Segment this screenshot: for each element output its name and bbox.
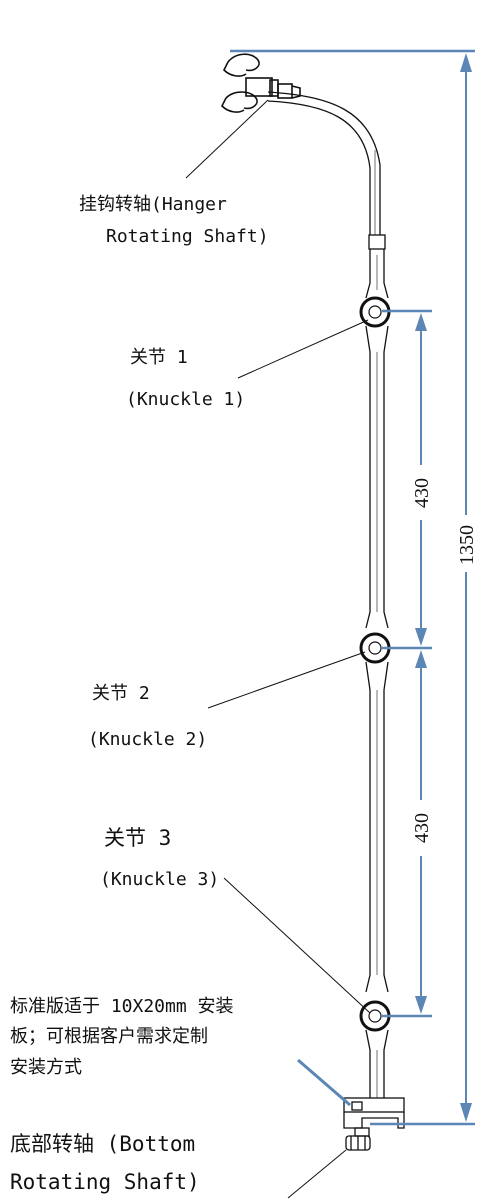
pole [267, 91, 389, 1098]
bottom-label-line2: Rotating Shaft) [10, 1170, 200, 1194]
leader-lines [185, 99, 371, 1199]
mount-pointer [297, 1058, 351, 1107]
mount-note-line1: 标准版适于 10X20mm 安装 [10, 996, 234, 1017]
mount-note-line2: 板；可根据客户需求定制 [10, 1026, 208, 1047]
leader-hanger [185, 99, 269, 179]
knuckle-2-label-cn: 关节 2 [92, 683, 150, 704]
mount-note-line3: 安装方式 [10, 1057, 82, 1078]
knuckle-1-label-cn: 关节 1 [130, 347, 188, 368]
dimension-total: 1350 [456, 525, 478, 565]
hanger-label-en: Rotating Shaft) [106, 226, 269, 247]
leader-knuckle1 [237, 319, 369, 379]
dimension-segment-lower: 430 [411, 813, 433, 843]
leader-knuckle3 [223, 877, 371, 1014]
leader-knuckle2 [207, 651, 366, 709]
hanger-label-cn: 挂钩转轴(Hanger [79, 194, 227, 215]
dimension-segment-upper: 430 [411, 478, 433, 508]
knuckle-1-label-en: (Knuckle 1) [126, 389, 246, 410]
dimension-lines [230, 49, 475, 1126]
knuckle-3-label-en: (Knuckle 3) [100, 869, 220, 890]
knuckle-2-label-en: (Knuckle 2) [88, 729, 208, 750]
bottom-clamp [343, 1097, 405, 1151]
bottom-label-line1: 底部转轴 (Bottom [10, 1132, 196, 1156]
knuckle-3-label-cn: 关节 3 [104, 826, 172, 850]
hanger-head [221, 53, 301, 113]
leader-bottom [287, 1149, 347, 1199]
